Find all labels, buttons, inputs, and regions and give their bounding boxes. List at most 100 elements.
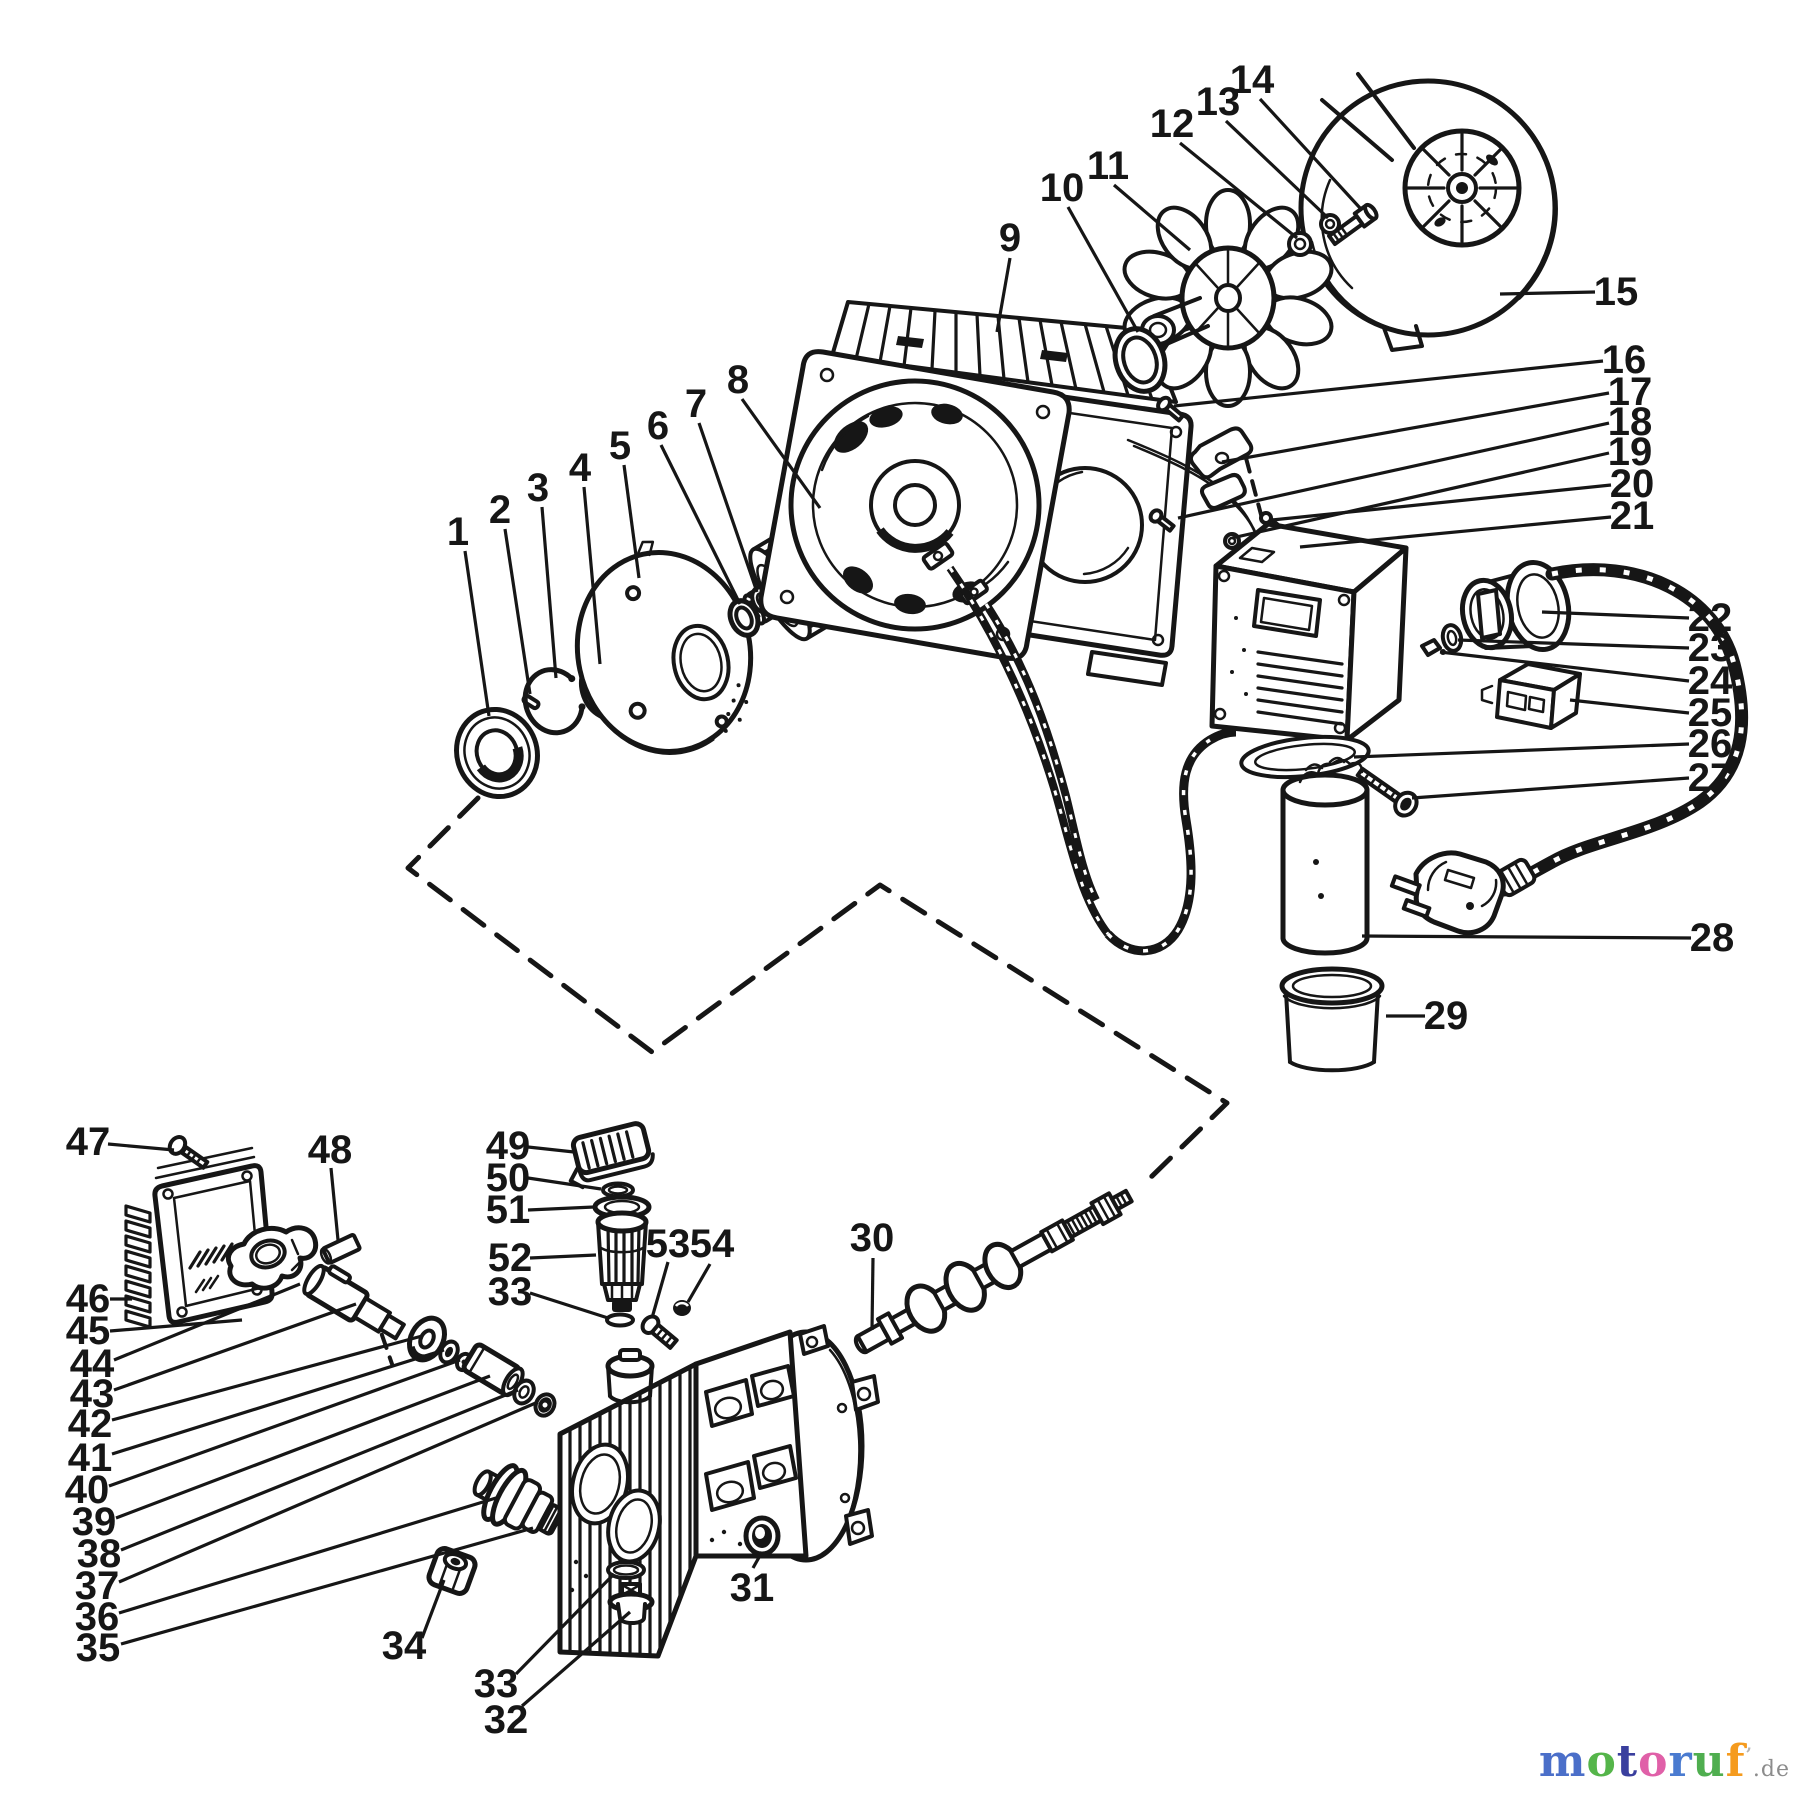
dowel-pin-part: [319, 1233, 362, 1265]
watermark-letter: f: [1725, 1736, 1746, 1787]
callout-30: 30: [850, 1216, 894, 1331]
power-cable-part: [1389, 563, 1749, 936]
watermark-letter: o: [1586, 1736, 1617, 1787]
valve-cap-part: [568, 1121, 655, 1190]
rubber-boot-part: [225, 1225, 319, 1291]
svg-text:44: 44: [70, 1342, 115, 1386]
callout-10: 10: [1040, 166, 1140, 333]
svg-text:51: 51: [486, 1188, 531, 1232]
svg-text:47: 47: [66, 1120, 111, 1164]
bearing-part: [454, 706, 540, 800]
callout-9: 9: [995, 216, 1021, 333]
callout-2: 2: [489, 488, 532, 695]
fan-wheel-part: [1122, 188, 1334, 408]
svg-text:20: 20: [1610, 462, 1655, 506]
callout-3: 3: [527, 466, 558, 679]
callout-12: 12: [1150, 102, 1299, 240]
end-flange-part: [574, 540, 754, 755]
callout-46: 46: [66, 1277, 132, 1321]
capacitor-cup-part: [1279, 966, 1385, 1073]
svg-text:17: 17: [1608, 370, 1653, 414]
svg-text:11: 11: [1087, 144, 1129, 188]
svg-text:21: 21: [1610, 494, 1655, 538]
svg-text:7: 7: [685, 382, 707, 426]
svg-text:5: 5: [609, 424, 631, 468]
motor-part: [758, 300, 1194, 687]
svg-text:28: 28: [1690, 916, 1735, 960]
box-screw-part: [1355, 766, 1419, 818]
callout-39: 39: [72, 1374, 491, 1544]
callout-26: 26: [1353, 722, 1733, 766]
svg-text:3: 3: [527, 466, 549, 510]
svg-text:15: 15: [1594, 270, 1639, 314]
union-nut-part: [426, 1546, 478, 1596]
svg-text:32: 32: [484, 1698, 529, 1742]
pump-plug-part: [743, 1515, 781, 1557]
callout-24: 24: [1439, 650, 1733, 703]
svg-text:34: 34: [382, 1624, 427, 1668]
callout-53: 53: [646, 1222, 691, 1319]
callout-45: 45: [66, 1309, 243, 1353]
callout-52: 52: [488, 1236, 597, 1280]
svg-text:29: 29: [1424, 994, 1469, 1038]
svg-text:53: 53: [646, 1222, 691, 1266]
svg-text:45: 45: [66, 1309, 111, 1353]
callout-33: 33: [474, 1572, 616, 1706]
circlip-part: [522, 667, 586, 736]
svg-text:54: 54: [690, 1222, 735, 1266]
svg-text:33: 33: [488, 1270, 533, 1314]
callout-34: 34: [382, 1579, 446, 1668]
drive-shaft-part: [302, 1263, 406, 1341]
svg-text:41: 41: [68, 1436, 113, 1480]
callout-43: 43: [70, 1302, 357, 1416]
svg-text:13: 13: [1196, 80, 1241, 124]
valve-assembly: [568, 1121, 691, 1350]
valve-body-part: [595, 1210, 649, 1312]
callout-6: 6: [647, 404, 742, 605]
crankshaft-part: [853, 1188, 1134, 1355]
svg-text:6: 6: [647, 404, 669, 448]
callout-47: 47: [66, 1120, 175, 1164]
callout-14: 14: [1230, 58, 1362, 210]
switch-knob-part: [1459, 560, 1572, 652]
callout-20: 20: [1271, 462, 1655, 522]
callout-42: 42: [68, 1334, 423, 1446]
callout-16: 16: [1173, 338, 1647, 408]
callout-37: 37: [75, 1400, 539, 1608]
svg-text:4: 4: [569, 446, 592, 490]
valve-oring-part: [601, 1181, 635, 1199]
svg-text:26: 26: [1688, 722, 1733, 766]
head-plug-part: [673, 1300, 691, 1316]
callout-8: 8: [727, 358, 822, 509]
callout-18: 18: [1177, 400, 1653, 520]
svg-text:40: 40: [65, 1468, 110, 1512]
svg-text:12: 12: [1150, 102, 1195, 146]
valve-seal-part: [605, 1312, 635, 1328]
callout-49: 49: [486, 1124, 575, 1168]
head-bolt-part: [640, 1314, 679, 1350]
svg-text:18: 18: [1608, 400, 1653, 444]
svg-text:16: 16: [1602, 338, 1647, 382]
capacitor-part: [1280, 756, 1370, 956]
connector-part: [1480, 662, 1582, 730]
svg-text:9: 9: [999, 216, 1021, 260]
svg-text:42: 42: [68, 1402, 113, 1446]
callout-48: 48: [308, 1128, 352, 1241]
svg-text:31: 31: [730, 1566, 775, 1610]
svg-text:19: 19: [1608, 430, 1653, 474]
svg-text:50: 50: [486, 1156, 531, 1200]
callout-41: 41: [68, 1348, 445, 1480]
callout-31: 31: [730, 1551, 775, 1610]
svg-text:23: 23: [1688, 626, 1733, 670]
callout-22: 22: [1541, 596, 1733, 640]
svg-text:22: 22: [1688, 596, 1733, 640]
callout-28: 28: [1361, 916, 1735, 960]
callout-29: 29: [1386, 994, 1468, 1038]
svg-text:36: 36: [75, 1595, 120, 1639]
callout-38: 38: [77, 1388, 519, 1576]
callout-5: 5: [609, 424, 641, 579]
pump-body-part: [557, 1324, 880, 1659]
svg-text:37: 37: [75, 1564, 120, 1608]
